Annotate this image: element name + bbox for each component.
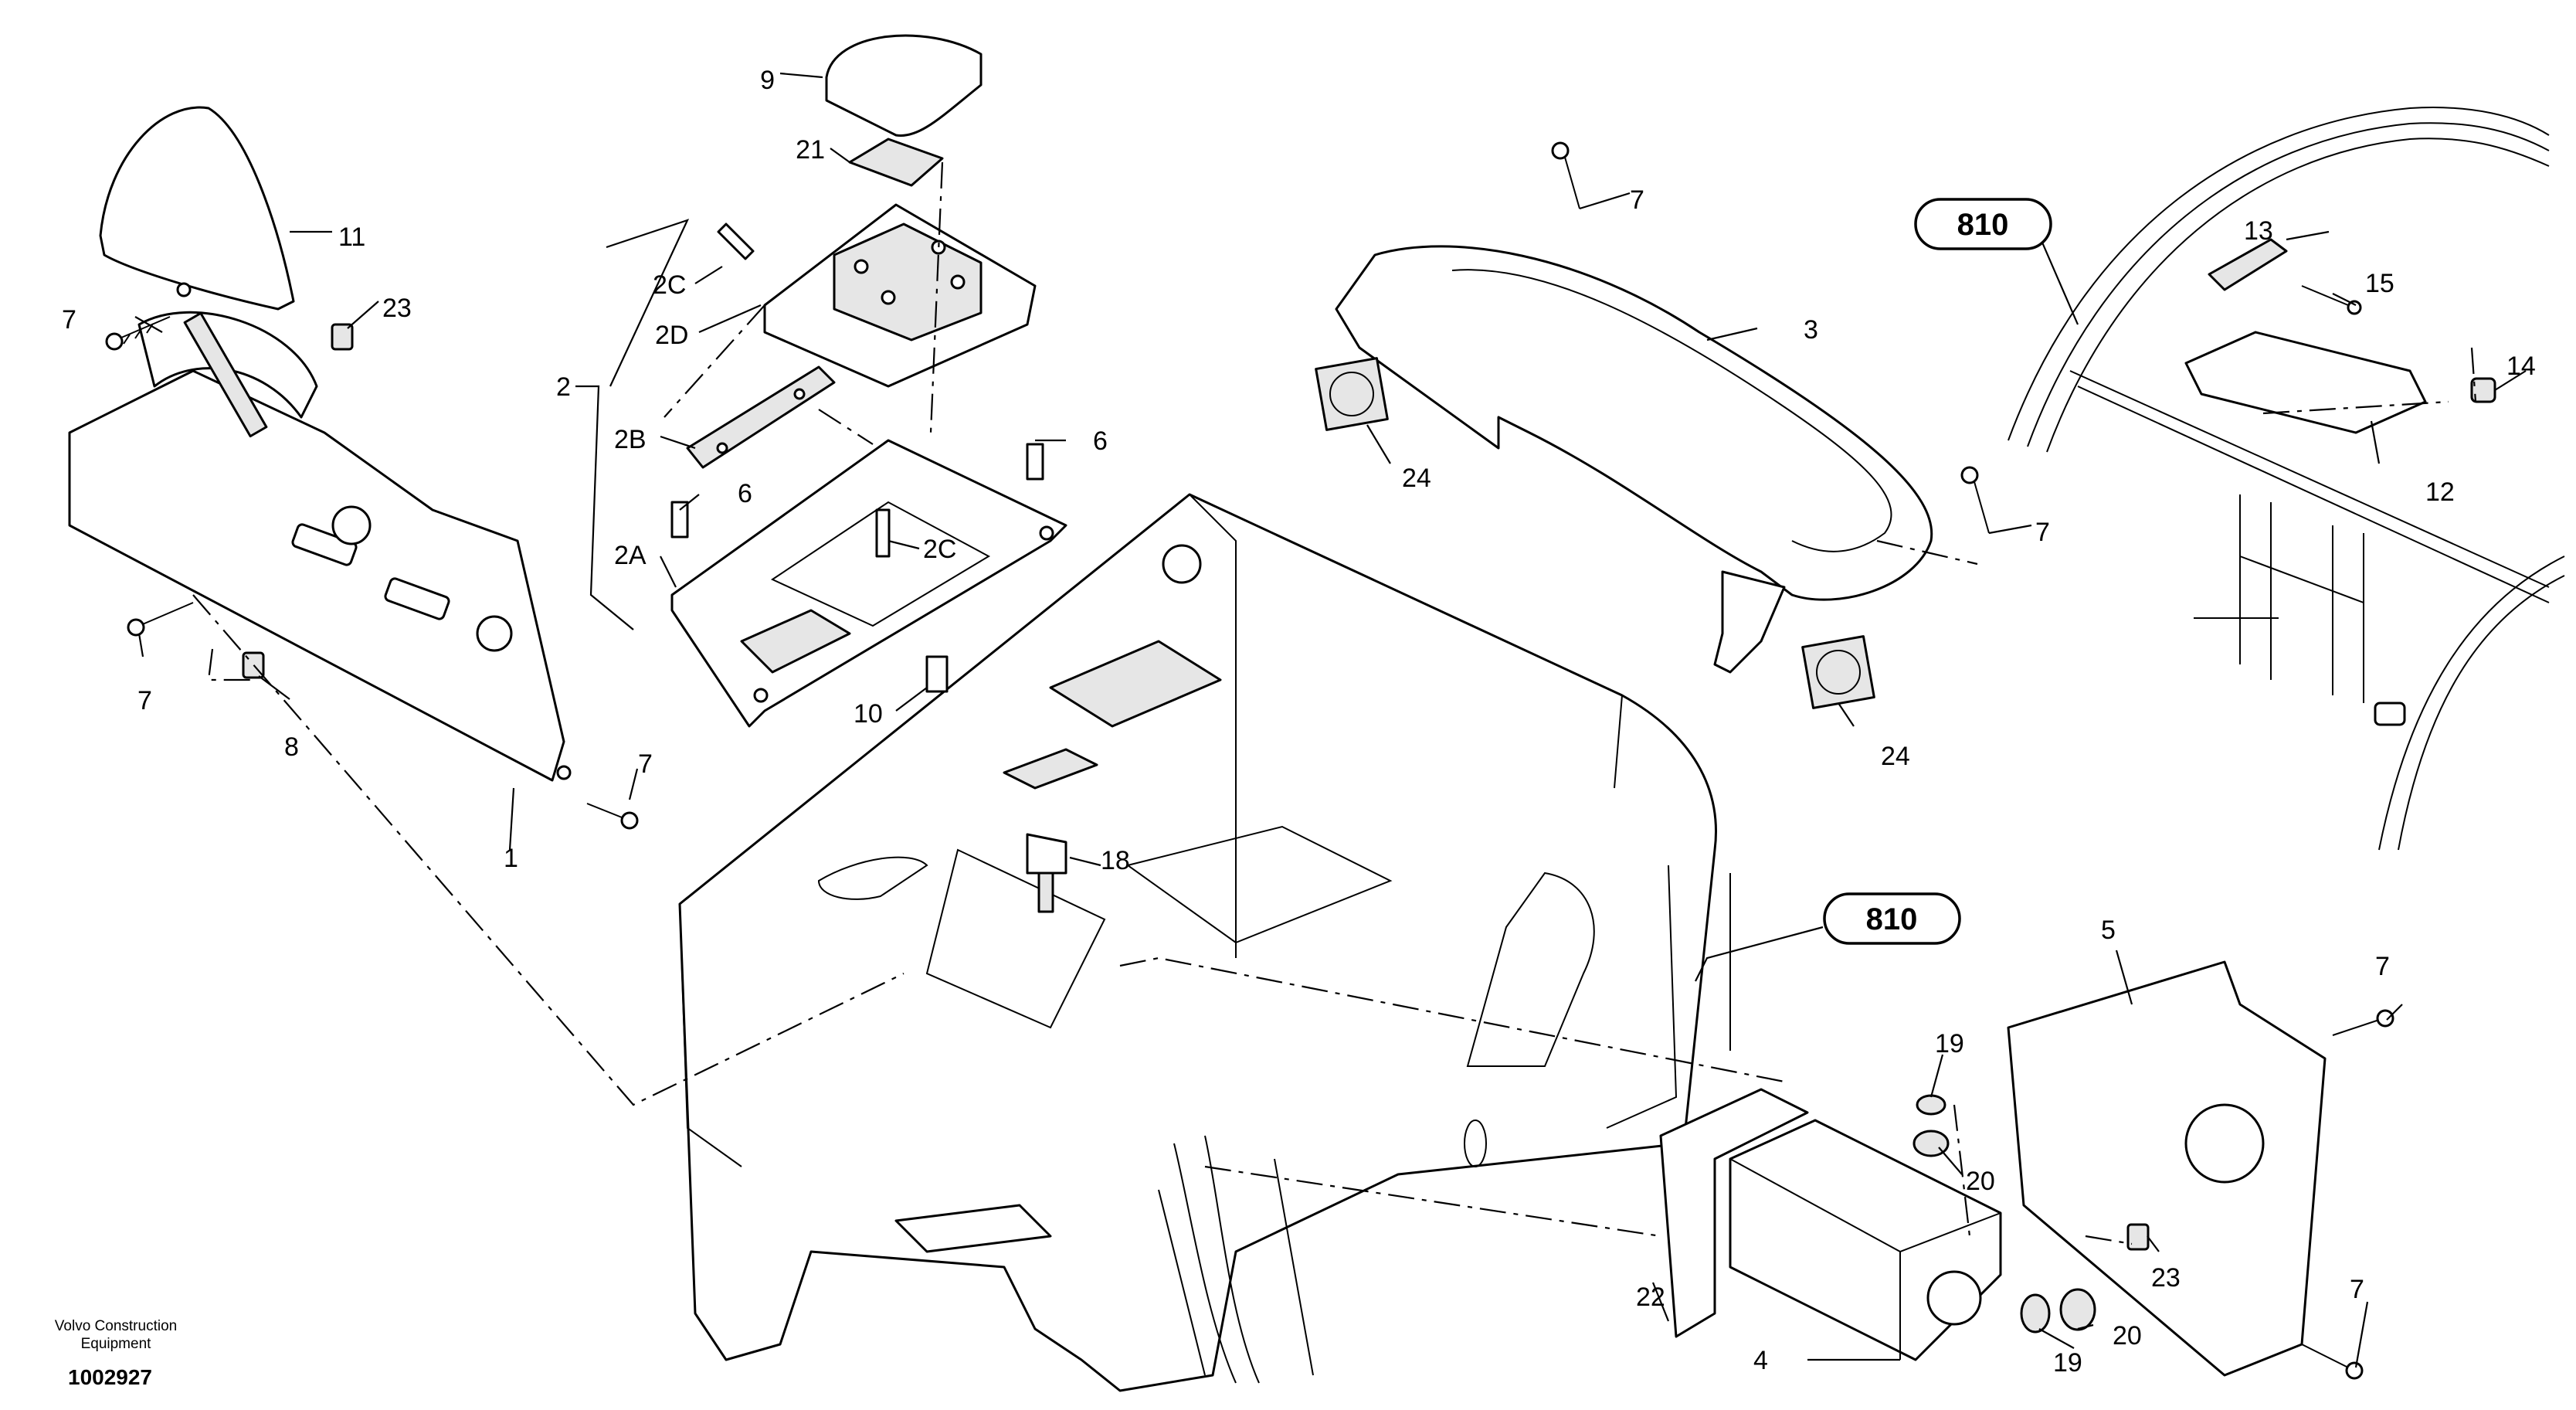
callout-24-right: 24: [1881, 742, 1910, 771]
roof-trim: [2208, 238, 2288, 291]
callout-3: 3: [1804, 315, 1818, 345]
callout-2: 2: [556, 372, 571, 402]
reference-810-mid-text: 810: [1866, 902, 1918, 936]
grille-left: [1315, 357, 1389, 431]
screw-icons: [105, 141, 2394, 1380]
hinge: [686, 365, 836, 469]
base-plate: [670, 439, 1067, 728]
gasket: [1659, 1088, 1809, 1338]
cab-roof-outline: [2008, 107, 2565, 851]
callout-14: 14: [2506, 352, 2536, 381]
callout-4: 4: [1753, 1346, 1768, 1375]
callout-6-left: 6: [738, 479, 752, 508]
callout-24-left: 24: [1402, 464, 1431, 493]
pad-plate: [763, 203, 1037, 388]
callout-7-d: 7: [2375, 952, 2390, 981]
grille-right: [1801, 635, 1875, 709]
callout-7-e: 7: [2350, 1275, 2364, 1304]
nut-20-bottom: [2059, 1288, 2096, 1331]
callout-20-bottom: 20: [2113, 1321, 2142, 1351]
callout-2A: 2A: [614, 541, 647, 570]
callout-1: 1: [504, 844, 518, 873]
clip-23-right: [2126, 1223, 2150, 1251]
callout-22: 22: [1636, 1283, 1665, 1312]
callout-23-right: 23: [2151, 1263, 2181, 1293]
callout-13: 13: [2244, 216, 2273, 246]
cushion: [825, 34, 983, 138]
callout-8: 8: [284, 732, 299, 762]
company-line-2: Equipment: [81, 1336, 152, 1352]
pad-cross: [848, 138, 944, 187]
drawing-number: 1002927: [68, 1365, 152, 1389]
callout-labels: 9 21 11 7 23 2 2C 2D 2B 2A 6 6 2C 10 7 3…: [62, 66, 2536, 1378]
callout-5: 5: [2101, 916, 2116, 945]
callout-21: 21: [796, 135, 825, 165]
callout-12: 12: [2425, 477, 2455, 507]
callout-2C-top: 2C: [653, 270, 686, 300]
callout-18: 18: [1101, 846, 1130, 875]
dashboard-frame: [678, 493, 1731, 1392]
washer-19-top: [1916, 1094, 1946, 1116]
callout-2B: 2B: [614, 425, 647, 454]
curved-cover: [99, 106, 295, 311]
callout-7-g: 7: [638, 749, 653, 779]
callout-15: 15: [2365, 269, 2394, 298]
callout-19-top: 19: [1935, 1029, 1964, 1058]
pins: [670, 223, 1044, 693]
top-rail: [1335, 245, 1933, 674]
callout-7-b: 7: [1630, 185, 1644, 215]
bolt-18: [1026, 833, 1067, 913]
callout-7-f: 7: [137, 686, 152, 715]
callout-7-a: 7: [62, 305, 76, 335]
callout-2C-mid: 2C: [923, 535, 956, 564]
callout-2D: 2D: [655, 321, 688, 350]
callout-11: 11: [338, 223, 365, 252]
reference-810-mid: 810: [1823, 892, 1961, 945]
callout-9: 9: [760, 66, 775, 95]
assembly-lines: [192, 161, 2477, 1245]
roof-cover: [2184, 331, 2427, 434]
company-line-1: Volvo Construction: [55, 1318, 177, 1334]
left-dash-panel: [68, 311, 572, 782]
washer-19-bottom: [2020, 1293, 2051, 1334]
drawing-footer: Volvo Construction Equipment 1002927: [55, 1318, 177, 1389]
nut-20-top: [1912, 1130, 1950, 1157]
side-cover: [2007, 960, 2327, 1377]
callout-23-left: 23: [382, 294, 412, 323]
reference-810-top-text: 810: [1957, 208, 2009, 242]
callout-10: 10: [854, 699, 883, 729]
callout-20-top: 20: [1966, 1167, 1995, 1196]
callout-19-bottom: 19: [2053, 1348, 2082, 1378]
reference-810-top: 810: [1914, 198, 2052, 250]
callout-6-right: 6: [1093, 426, 1108, 456]
callout-7-c: 7: [2035, 518, 2050, 547]
clip-23-left: [331, 323, 354, 351]
bracket-box: [1729, 1119, 2002, 1361]
